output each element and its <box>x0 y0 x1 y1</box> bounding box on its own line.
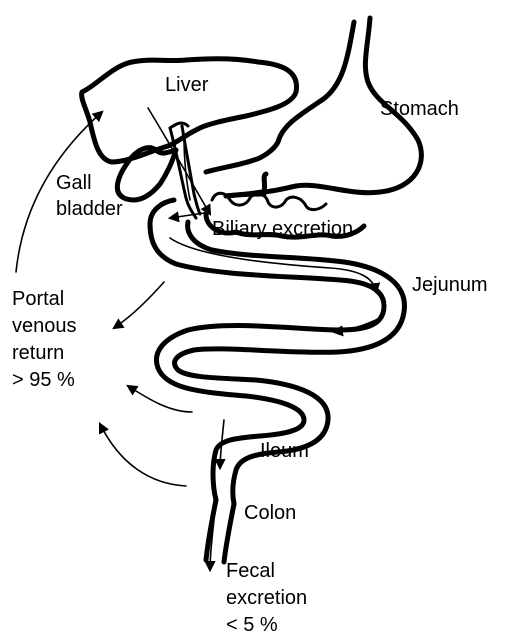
label-fecal-line1: Fecal <box>226 558 275 585</box>
label-fecal-line2: excretion <box>226 585 307 612</box>
label-gall-bladder-line1: Gall <box>56 170 92 197</box>
label-stomach: Stomach <box>380 96 459 123</box>
label-biliary-excretion: Biliary excretion <box>212 216 353 243</box>
label-jejunum: Jejunum <box>412 272 488 299</box>
label-portal-line3: return <box>12 340 64 367</box>
label-portal-line1: Portal <box>12 286 64 313</box>
label-colon: Colon <box>244 500 296 527</box>
label-liver: Liver <box>165 72 208 99</box>
label-portal-line4: > 95 % <box>12 367 75 394</box>
label-ileum: Ileum <box>260 438 309 465</box>
label-gall-bladder-line2: bladder <box>56 196 123 223</box>
label-portal-line2: venous <box>12 313 77 340</box>
label-fecal-line3: < 5 % <box>226 612 278 639</box>
